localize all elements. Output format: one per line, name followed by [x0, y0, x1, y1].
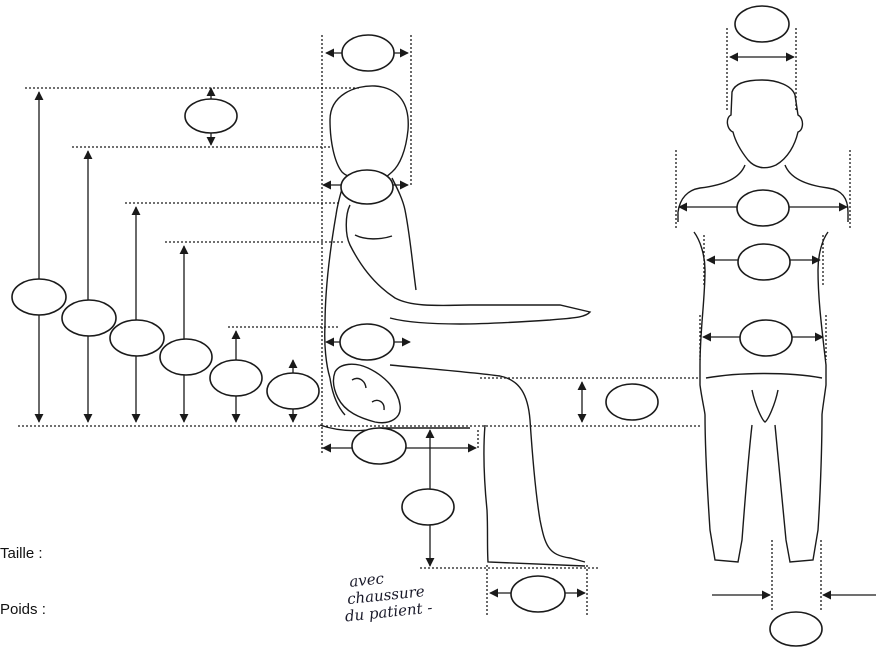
measure-oval-shoulder-breadth [737, 190, 789, 226]
measure-oval-ankle [770, 612, 822, 646]
measure-oval-neck-depth [341, 170, 393, 204]
measure-oval-head-length [342, 35, 394, 71]
measure-oval-head-width [735, 6, 789, 42]
measure-oval-stature [12, 279, 66, 315]
measure-oval-buttock-knee [352, 428, 406, 464]
measure-oval-chest-breadth [738, 244, 790, 280]
height-arrows [34, 87, 587, 567]
measure-oval-acromion-height [160, 339, 212, 375]
height-label: Taille : [0, 545, 43, 562]
measurement-ovals [12, 6, 822, 646]
measure-oval-hip-breadth [740, 320, 792, 356]
measure-oval-thigh-clearance [267, 373, 319, 409]
measure-oval-shoulder-height [110, 320, 164, 356]
seated-figure [320, 86, 590, 566]
measure-oval-head-depth [185, 99, 237, 133]
measure-oval-elbow-height [210, 360, 262, 396]
measure-oval-eye-height [62, 300, 116, 336]
handwritten-note: avec chaussure du patient - [341, 566, 433, 625]
measure-oval-lower-leg [402, 489, 454, 525]
weight-label: Poids : [0, 601, 46, 618]
measure-oval-foot-length [511, 576, 565, 612]
measure-oval-abdominal-depth [340, 324, 394, 360]
measure-oval-thigh-thickness [606, 384, 658, 420]
